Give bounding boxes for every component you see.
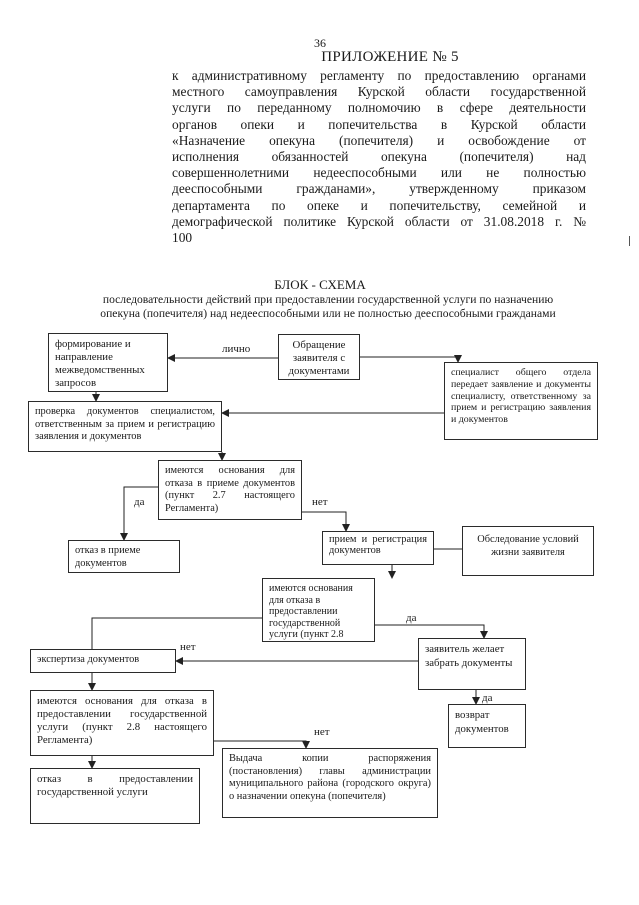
document-expertise-box: экспертиза документов [30,649,176,673]
label-yes: да [482,692,493,704]
service-refusal-grounds-box: имеются основания для отказа в предостав… [262,578,375,642]
intro-line: местного самоуправления Курской области … [172,84,586,100]
label-yes: да [406,612,417,624]
label-no: нет [180,641,196,653]
label-yes: да [134,496,145,508]
living-conditions-survey-box: Обследование условий жизни заявителя [462,526,594,576]
acceptance-registration-box: прием и регистрация документов [322,531,434,565]
intro-line: демографической политике Курской области… [172,213,586,229]
intro-line: 100 [172,230,193,246]
applicant-wants-documents-box: заявитель желает забрать документы [418,638,526,690]
intro-line: дееспособными гражданами», утвержденному… [172,181,586,197]
applicant-box: Обращение заявителя с документами [278,334,360,380]
label-no: нет [312,496,328,508]
scheme-subtitle-line: последовательности действий при предоста… [102,293,554,306]
intro-line: услуги по переданному полномочию в сфере… [172,100,586,116]
service-refusal-grounds-box-2: имеются основания для отказа в предостав… [30,690,214,756]
page-number: 36 [314,36,326,50]
arrow-grounds-no [302,511,350,532]
service-refusal-box: отказ в предоставлении государственной у… [30,768,200,824]
appendix-heading: ПРИЛОЖЕНИЕ № 5 [321,49,459,65]
arrow-grounds-yes [120,486,158,541]
refusal-grounds-box: имеются основания для отказа в приеме до… [158,460,302,520]
issue-order-copy-box: Выдача копии распоряжения (постановления… [222,748,438,818]
return-documents-box: возврат документов [448,704,526,748]
arrow-grounds-to-issue-copy [214,740,310,749]
general-specialist-box: специалист общего отдела передает заявле… [444,362,598,440]
scheme-subtitle-line: опекуна (попечителя) над недееспособными… [100,307,556,320]
intro-line: исполнения обязанностей опекуна (попечит… [172,149,586,165]
arrow-applicant-to-specialist [360,355,462,363]
scheme-subtitle: последовательности действий при предоста… [58,293,598,321]
scan-mark [629,236,634,246]
interagency-requests-box: формирование и направление межведомствен… [48,333,168,392]
intro-line: к административному регламенту по предос… [172,68,586,83]
intro-line: совершеннолетними недееспособными или не… [172,165,586,181]
document-check-box: проверка документов специалистом, ответс… [28,401,222,452]
scheme-title: БЛОК - СХЕМА [274,277,366,292]
refusal-acceptance-box: отказ в приеме документов [68,540,180,573]
appendix-intro: к административному регламенту по предос… [172,68,586,246]
intro-line: органов опеки и попечительства в Курской… [172,116,586,132]
intro-line: департамента по опеке и попечительству, … [172,197,586,213]
arrow-grounds-no-to-expertise [88,617,262,658]
label-in-person: лично [222,343,251,355]
intro-line: «Назначение опекуна (попечителя) и освоб… [172,132,586,148]
label-no: нет [314,726,330,738]
arrow-grounds-yes-to-wants-back [375,624,488,639]
